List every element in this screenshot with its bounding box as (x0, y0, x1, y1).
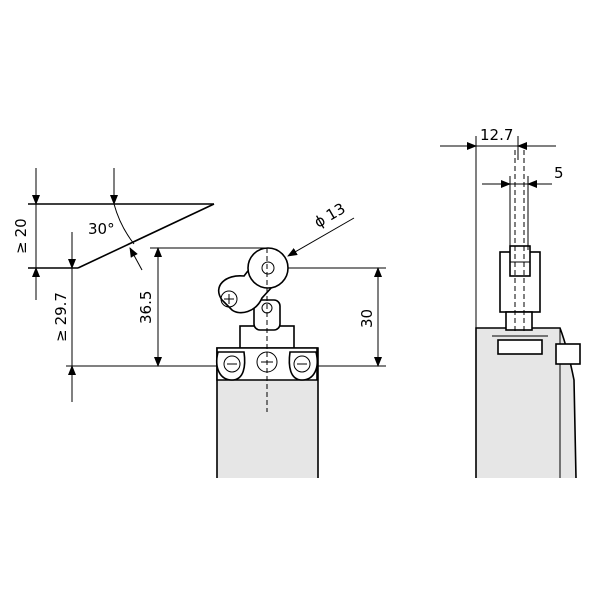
dim-29-7-label: ≥29.7 (52, 292, 70, 342)
dim-12-7-label: 12.7 (480, 126, 513, 144)
wedge-slope-line (77, 203, 215, 269)
dim-12-7: 12.7 (440, 126, 556, 328)
dim-36-5-label: 36.5 (137, 291, 155, 324)
dim-5: 5 (482, 164, 564, 250)
diameter-leader (287, 217, 355, 257)
dim-5-label: 5 (554, 164, 564, 182)
angle-label: 30° (88, 220, 115, 238)
switch-side-view (475, 150, 581, 479)
side-cable-gland (555, 343, 581, 365)
left-mount-screw-icon (223, 355, 241, 373)
diameter-label: ϕ13 (311, 199, 349, 231)
side-actuator-stem (505, 311, 533, 331)
dim-30-label: 30 (358, 309, 376, 328)
roller-axle-icon (261, 261, 275, 275)
dim-20-label: ≥20 (12, 218, 30, 254)
switch-front-view (216, 247, 319, 478)
angle-arc (113, 203, 135, 245)
side-base-boss (497, 339, 543, 355)
dim-36-5: 36.5 (137, 247, 268, 367)
side-roller-profile (509, 245, 531, 277)
angle-arrow-bottom (129, 247, 143, 271)
lever-pivot-screw-icon (220, 290, 238, 308)
dim-diameter-13: ϕ13 (287, 199, 355, 257)
right-mount-screw-icon (293, 355, 311, 373)
roller-wheel (247, 247, 289, 289)
actuation-geometry: ≥20 30° ≥29.7 (12, 168, 386, 402)
